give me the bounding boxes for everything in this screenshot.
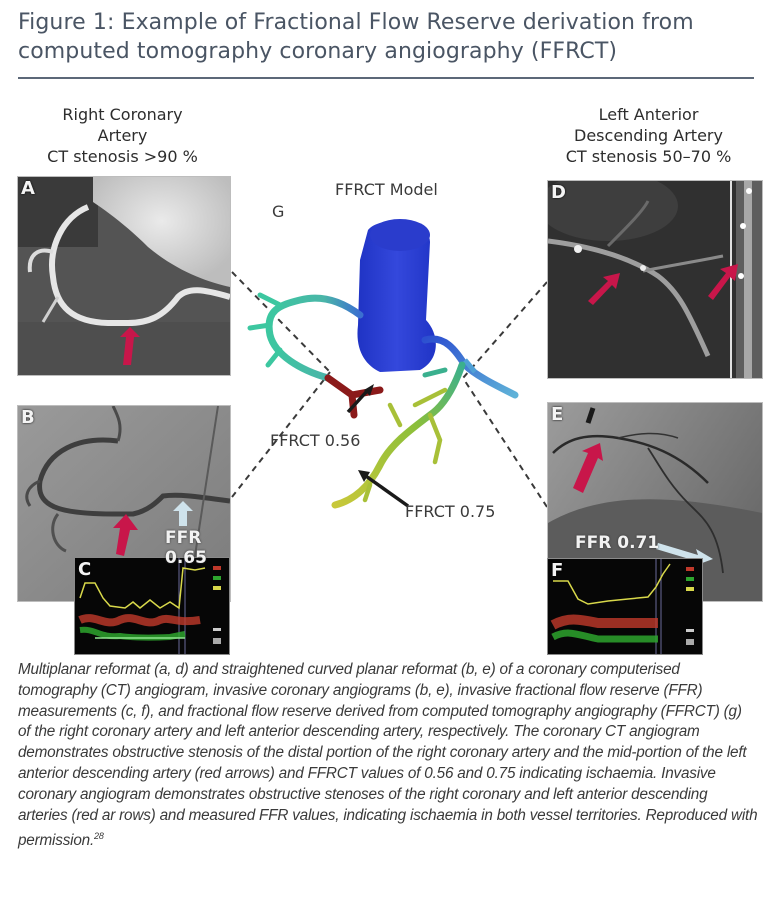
caption-reference: 28 <box>94 831 104 842</box>
lad-heading-line-1: Left Anterior <box>598 105 699 124</box>
stenosis-arrow-d-2 <box>708 264 738 300</box>
panel-f-ffr-trace-lad: F <box>547 558 703 655</box>
panel-a-ct-rca: A <box>17 176 231 376</box>
panel-d-label: D <box>551 182 566 203</box>
caption-text: Multiplanar reformat (a, d) and straight… <box>18 661 758 850</box>
panel-c-label: C <box>78 559 92 580</box>
panel-b-label: B <box>21 407 35 428</box>
ffrct-value-lad: FFRCT 0.75 <box>405 502 496 521</box>
figure-title: Figure 1: Example of Fractional Flow Res… <box>18 8 758 66</box>
connector-line-e <box>462 377 548 508</box>
ffrct-pointer-lad <box>361 472 410 508</box>
panel-c-ffr-trace-rca: C <box>74 557 230 655</box>
panel-c-trace <box>75 558 229 654</box>
aorta <box>357 220 436 372</box>
rca-heading-line-2: Artery <box>97 126 148 145</box>
figure-caption: Multiplanar reformat (a, d) and straight… <box>18 660 758 852</box>
panel-d-ct-lad: D <box>547 180 763 379</box>
panel-f-trace <box>548 559 702 654</box>
lad-heading: Left Anterior Descending Artery CT steno… <box>525 104 772 167</box>
rca-heading: Right Coronary Artery CT stenosis >90 % <box>0 104 245 167</box>
panel-e-label: E <box>551 404 564 425</box>
stenosis-arrow-a <box>120 327 140 365</box>
lad-heading-line-2: Descending Artery <box>574 126 723 145</box>
rca-heading-line-3: CT stenosis >90 % <box>47 147 198 166</box>
stenosis-arrow-b <box>113 514 138 556</box>
panel-a-image <box>18 177 230 375</box>
stenosis-arrow-d-1 <box>588 273 620 305</box>
panel-g-label: G <box>272 202 285 221</box>
ffr-value-lad: FFR 0.71 <box>575 533 660 553</box>
figure-title-line-2: computed tomography coronary angiography… <box>18 39 618 64</box>
panel-f-label: F <box>551 560 564 581</box>
ffrct-model-title: FFRCT Model <box>335 180 438 199</box>
ffrct-value-rca: FFRCT 0.56 <box>270 431 361 450</box>
ffrct-model <box>247 219 519 509</box>
title-divider <box>18 77 754 79</box>
lad-vessel <box>331 361 466 509</box>
rca-stenotic-segment <box>324 374 384 419</box>
stenosis-arrow-e <box>573 443 603 493</box>
panel-a-label: A <box>21 178 35 199</box>
ffr-value-rca: FFR 0.65 <box>165 528 207 568</box>
connector-line-b <box>231 371 331 498</box>
connector-line-a <box>231 271 331 373</box>
figure-title-line-1: Figure 1: Example of Fractional Flow Res… <box>18 10 694 35</box>
connector-lines <box>231 271 548 508</box>
rca-vessel <box>265 294 364 382</box>
panel-d-image <box>548 181 762 378</box>
ffrct-pointer-rca <box>346 388 370 414</box>
aorta-top <box>370 219 430 251</box>
rca-heading-line-1: Right Coronary <box>62 105 183 124</box>
ffr-arrow-b <box>173 501 193 526</box>
lad-heading-line-3: CT stenosis 50–70 % <box>565 147 732 166</box>
